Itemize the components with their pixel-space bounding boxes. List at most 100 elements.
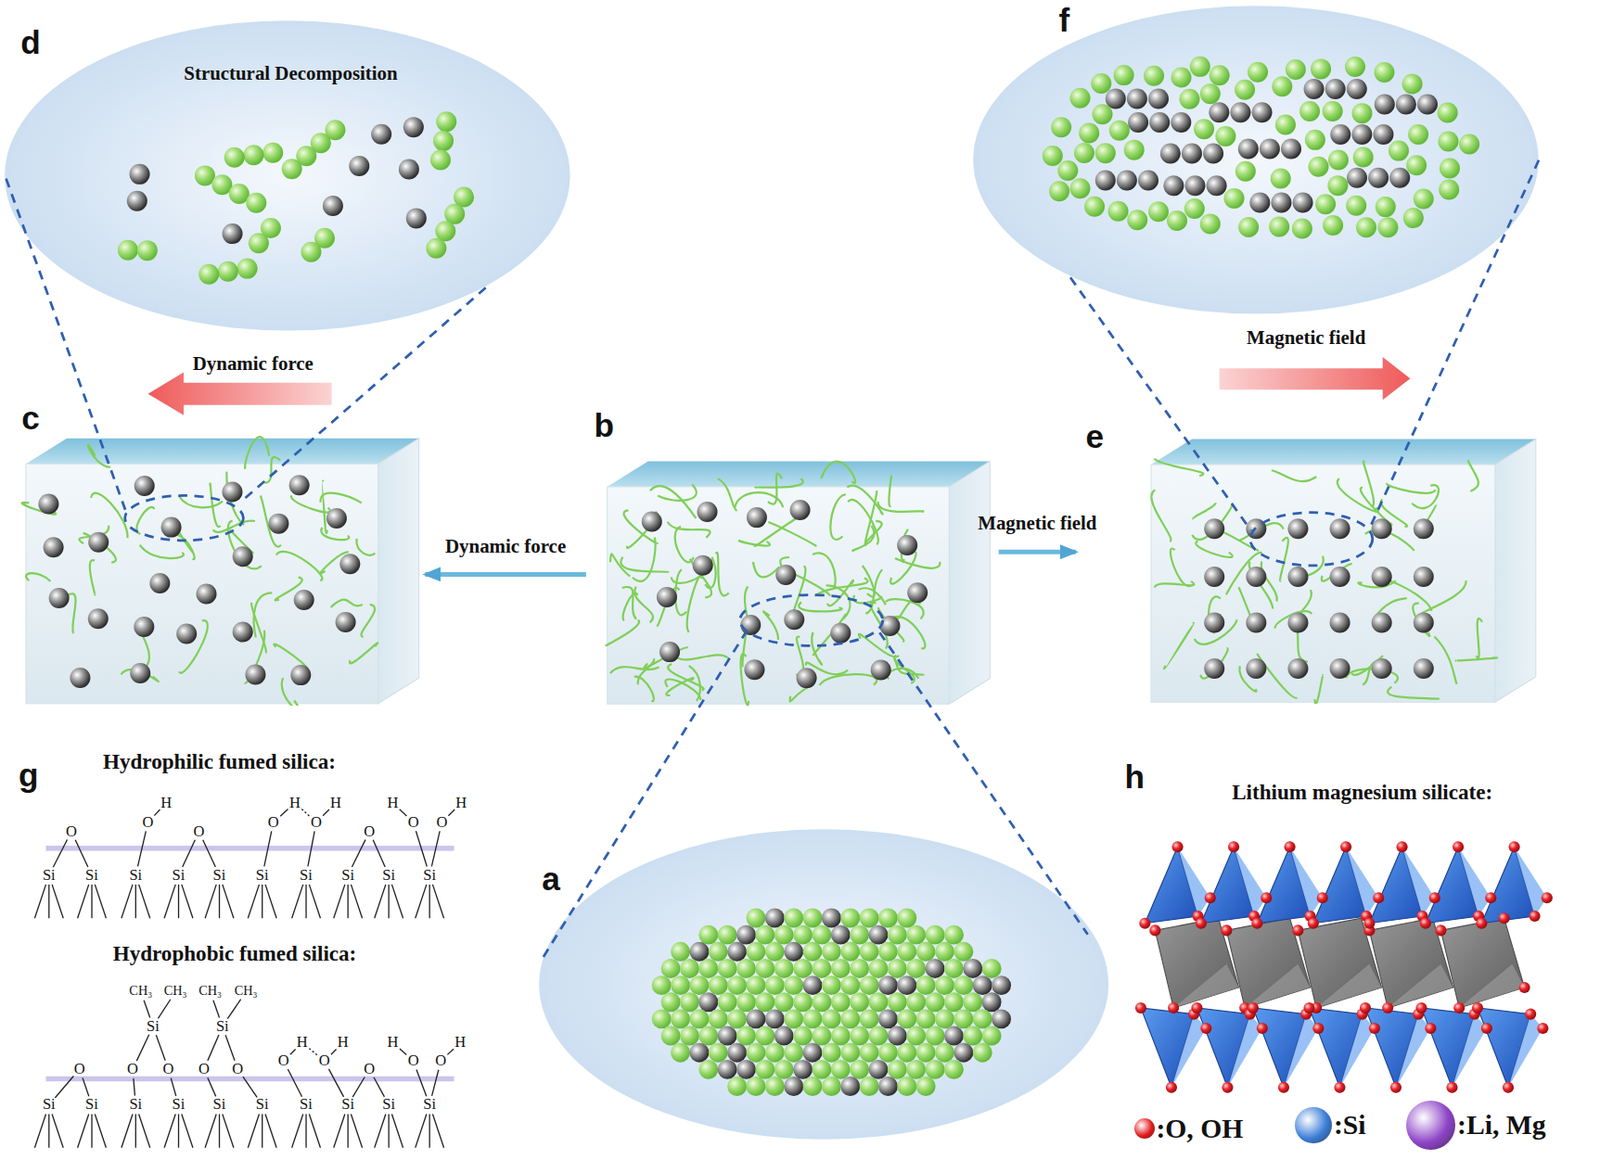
polymer-unit	[689, 975, 709, 996]
polymer-unit	[755, 925, 775, 946]
polymer-unit	[783, 1043, 804, 1063]
bond	[447, 1049, 454, 1055]
box-side	[377, 438, 419, 704]
polymer-unit	[1403, 207, 1424, 229]
atom-label: Si	[341, 867, 355, 884]
polymer-unit	[944, 959, 964, 979]
bond	[204, 1113, 217, 1148]
particle	[831, 925, 851, 946]
particle	[290, 665, 311, 686]
atom-label: CH₃	[234, 984, 258, 999]
atom-label: Si	[213, 867, 227, 884]
polymer-unit	[246, 192, 268, 214]
octahedron	[1154, 918, 1239, 1009]
atom-label: Si	[341, 1096, 355, 1114]
polymer-chain	[677, 654, 729, 660]
polymer-unit	[1344, 56, 1366, 77]
polymer-unit	[773, 959, 794, 979]
panel-letter: d	[20, 25, 41, 62]
atom-label: O	[268, 814, 280, 832]
polymer-unit	[698, 1026, 718, 1047]
polymer-unit	[433, 130, 454, 152]
particle	[149, 573, 170, 594]
polymer-unit	[1124, 140, 1145, 161]
bond	[415, 884, 427, 919]
bond	[352, 1076, 365, 1098]
octahedron	[1369, 918, 1453, 1009]
polymer-chain	[895, 658, 924, 676]
legend-swatch	[1406, 1100, 1456, 1151]
polymer-unit	[1310, 59, 1332, 80]
arrow-label: Dynamic force	[192, 352, 314, 374]
polymer-unit	[962, 1026, 983, 1047]
polymer-unit	[670, 975, 691, 996]
polymer-unit	[915, 1043, 935, 1063]
bond	[346, 884, 348, 919]
oxygen-atom	[1220, 924, 1232, 936]
bond	[204, 884, 217, 919]
polymer-unit	[1058, 160, 1079, 181]
particle	[830, 623, 851, 644]
polymer-chain	[812, 552, 836, 589]
particle	[87, 608, 108, 629]
particle	[1164, 176, 1185, 197]
polymer-chain	[888, 475, 892, 506]
bond	[415, 831, 427, 867]
atom-label: O	[127, 1061, 139, 1078]
bond	[373, 1077, 384, 1098]
particle	[1181, 143, 1203, 165]
polymer-unit	[1285, 59, 1306, 80]
polymer-chain	[1387, 686, 1440, 699]
particle	[821, 908, 842, 929]
field-arrow-shape	[1219, 357, 1411, 400]
polymer-unit	[1234, 79, 1255, 101]
bond	[308, 884, 320, 919]
polymer-unit	[755, 992, 775, 1012]
oxygen-atom	[1284, 841, 1296, 853]
bond	[432, 1070, 439, 1097]
force-connector	[998, 550, 1076, 555]
particle	[176, 624, 197, 645]
particle	[1371, 612, 1393, 633]
polymer-unit	[1209, 65, 1230, 87]
polymer-unit	[773, 992, 794, 1012]
bond	[121, 1113, 133, 1148]
bond	[351, 840, 366, 868]
polymer-chain	[356, 538, 375, 556]
polymer-unit	[906, 925, 926, 946]
polymer-chain	[1170, 548, 1192, 587]
particle	[745, 1010, 766, 1030]
particle	[1127, 112, 1149, 133]
bond	[416, 1069, 427, 1097]
atom-label: O	[74, 1061, 86, 1078]
polymer-unit	[953, 975, 973, 996]
particle	[1346, 167, 1368, 189]
polymer-unit	[840, 1043, 860, 1063]
particle	[689, 1043, 709, 1063]
bond	[182, 840, 196, 868]
polymer-chain	[717, 478, 738, 512]
bond	[51, 884, 64, 919]
polymer-unit	[783, 908, 804, 929]
atom-label: H	[330, 794, 342, 812]
polymer-unit	[1224, 188, 1245, 209]
polymer-unit	[934, 1010, 955, 1030]
legend-swatch	[1294, 1107, 1332, 1145]
octahedron	[1440, 918, 1524, 1009]
edge-label: Dynamic force	[445, 535, 566, 557]
atom-label: H	[387, 1034, 399, 1051]
particle	[1331, 124, 1352, 145]
zoom-ellipse: a	[537, 826, 1111, 1141]
polymer-unit	[934, 975, 955, 996]
polymer-unit	[915, 1076, 935, 1097]
polymer-chain	[1475, 618, 1482, 659]
atom-label: H	[387, 794, 399, 812]
atom-label: Si	[213, 1096, 227, 1114]
particle	[1116, 170, 1138, 192]
atom-label: H	[160, 794, 172, 812]
polymer-unit	[944, 992, 964, 1012]
polymer-unit	[1050, 117, 1072, 139]
legend-label: :Li, Mg	[1457, 1110, 1547, 1141]
oxygen-atom	[1424, 1023, 1436, 1035]
polymer-chain	[738, 540, 770, 547]
